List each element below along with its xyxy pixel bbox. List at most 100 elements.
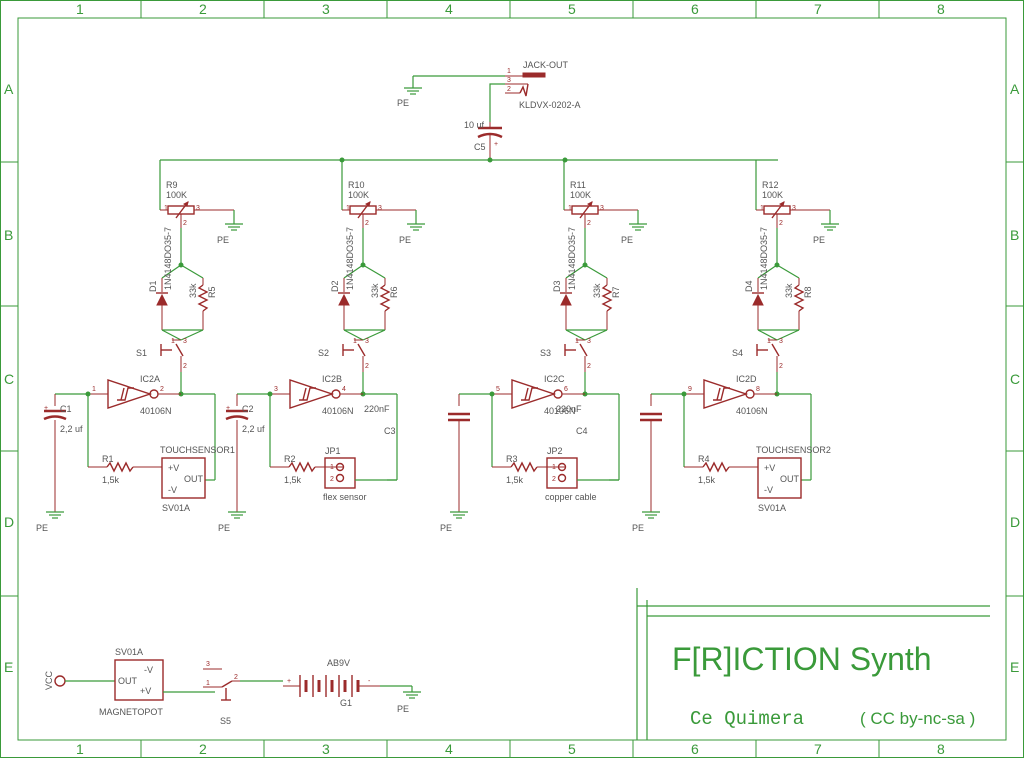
column-label-top: 5 [568,1,576,17]
pot-name: R9 [166,180,178,190]
cap-plus: + [226,405,230,412]
sensor-part: SV01A [758,503,786,513]
c5-name: C5 [474,142,486,152]
pot-pin-2: 2 [587,220,591,227]
column-label-bottom: 3 [322,741,330,757]
ic-part: 40106N [140,406,172,416]
gnd-label-pot: PE [813,235,825,245]
pot-value: 100K [348,190,369,200]
column-label-top: 2 [199,1,207,17]
sensor-vminus-pin: -V [764,485,773,495]
column-label-bottom: 1 [76,741,84,757]
pot-name: R12 [762,180,779,190]
pot-pin-3: 3 [378,205,382,212]
switch-pin-3: 3 [779,338,783,345]
svg-text:+: + [494,141,498,148]
ic-part: 40106N [544,406,576,416]
res-value: 33k [592,283,602,298]
cap-value: 2,2 uf [242,424,265,434]
res-name: R5 [207,286,217,298]
row-label-right: B [1010,227,1019,243]
switch-pin-1: 1 [767,338,771,345]
switch-name: S4 [732,348,743,358]
title-block: F[R]ICTION Synth Ce Quimera ( CC by-nc-s… [636,588,990,740]
column-label-top: 7 [814,1,822,17]
row-label-left: B [4,227,13,243]
switch-pin-1: 1 [575,338,579,345]
ic-name: IC2A [140,374,160,384]
sensor-vminus-pin: -V [168,485,177,495]
rin-name: R1 [102,454,114,464]
cap-plus: + [44,405,48,412]
sensor-vplus-pin: +V [764,463,775,473]
switch-pin-2: 2 [365,363,369,370]
diode-part: 1N4148DO35-7 [759,227,769,290]
jack-name: JACK-OUT [523,60,569,70]
cap-name: C2 [242,404,254,414]
gnd-label-pot: PE [399,235,411,245]
cap-value: 2,2 uf [60,424,83,434]
s5-name: S5 [220,716,231,726]
res-value: 33k [188,283,198,298]
column-label-bottom: 5 [568,741,576,757]
row-label-right: E [1010,659,1019,675]
row-label-left: C [4,371,14,387]
pot-value: 100K [166,190,187,200]
diode-name: D2 [330,280,340,292]
switch-pin-3: 3 [365,338,369,345]
pot-value: 100K [570,190,591,200]
gnd-label-battery: PE [397,704,409,714]
column-label-bottom: 2 [199,741,207,757]
rin-name: R4 [698,454,710,464]
output-jack: PE 1 3 2 JACK-OUT KLDVX-0202-A + 10 uf C… [397,60,581,160]
jp-pin-1: 1 [552,464,556,471]
pot-pin-1: 1 [760,205,764,212]
sensor-out-pin: OUT [184,474,204,484]
column-label-bottom: 4 [445,741,453,757]
column-label-top: 4 [445,1,453,17]
column-label-top: 8 [937,1,945,17]
sensor-name: TOUCHSENSOR2 [756,445,831,455]
sensor-out-pin: OUT [780,474,800,484]
column-label-bottom: 7 [814,741,822,757]
jp-pin-2: 2 [552,476,556,483]
switch-name: S2 [318,348,329,358]
jack-pin-3: 3 [507,77,511,84]
pot-name: R11 [570,180,586,190]
pot-pin-3: 3 [792,205,796,212]
diode-name: D3 [552,280,562,292]
sensor-vplus-pin: +V [168,463,179,473]
switch-pin-1: 1 [353,338,357,345]
ic-pin-out: 2 [160,386,164,393]
battery-g1: + - AB9V G1 [283,658,380,708]
pot-pin-2: 2 [779,220,783,227]
jack-pin-1: 1 [507,68,511,75]
pot-name: R10 [348,180,365,190]
res-value: 33k [784,283,794,298]
sensor-name: JP1 [325,446,341,456]
ic-name: IC2B [322,374,342,384]
ic-pin-in: 1 [92,386,96,393]
column-label-top: 1 [76,1,84,17]
sensor-part: SV01A [162,503,190,513]
gnd-label-pot: PE [621,235,633,245]
column-label-top: 3 [322,1,330,17]
row-label-left: E [4,659,13,675]
diode-part: 1N4148DO35-7 [345,227,355,290]
diode-part: 1N4148DO35-7 [163,227,173,290]
s5-pin-2: 2 [234,674,238,681]
cap-value: 220nF [556,404,582,414]
gnd-label-pot: PE [217,235,229,245]
gnd-label-cap: PE [632,523,644,533]
res-name: R6 [389,286,399,298]
switch-pin-2: 2 [779,363,783,370]
gnd-label-cap: PE [440,523,452,533]
license: ( CC by-nc-sa ) [860,709,975,728]
row-label-right: C [1010,371,1020,387]
